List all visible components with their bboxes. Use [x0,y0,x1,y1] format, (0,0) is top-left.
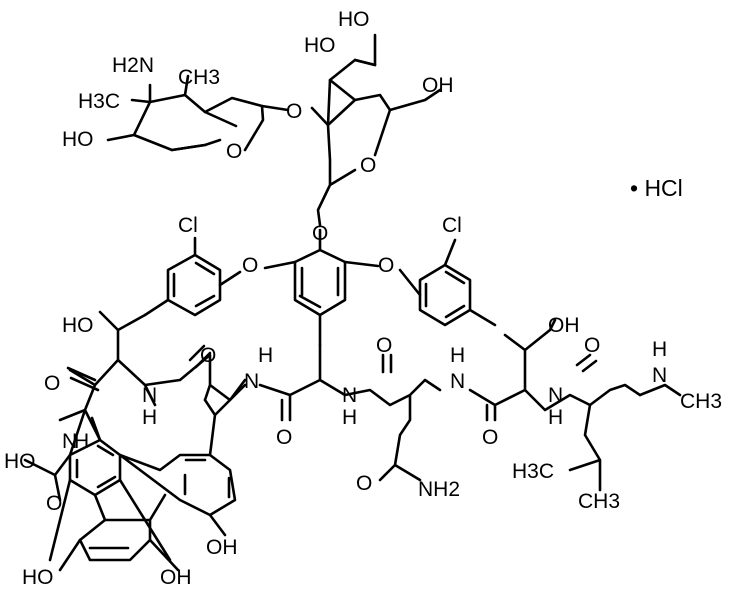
sugar2-ch2oh-label: OH [422,74,454,97]
carbonyl-oxygen-1: O [44,372,60,395]
amide-n-2: N [244,370,259,393]
amide-n-6-h: H [74,430,89,453]
carbonyl-oxygen-4: O [376,334,392,357]
amide-n-1: N [142,384,157,407]
carboxyl-oh-label: HO [4,450,36,473]
sugar1-ring-oxygen: O [226,140,242,163]
glycosidic-oxygen: O [286,100,302,123]
chlorine-left: Cl [178,214,198,237]
methylamino-n: N [652,364,667,387]
amide-n-3-h: H [342,406,357,429]
atom-labels: H2N H3C CH3 HO O O HO HO OH O O Cl Cl O … [4,8,722,589]
amide-n-5: N [548,384,563,407]
amide-n-2-h: H [258,344,273,367]
sugar1-oh-label: HO [62,128,94,151]
hydroxyl-left-label: HO [62,314,94,337]
carbonyl-oxygen-2: O [200,344,216,367]
amide-n-1-h: H [142,406,157,429]
amide-nh2-label: NH2 [418,478,460,501]
sugar2-oh-top-label: HO [338,8,370,31]
leucine-methyl-a-label: H3C [512,460,554,483]
ether-right-oxygen: O [378,254,394,277]
hydroxyl-right-label: OH [548,314,580,337]
methyl-a-label: H3C [78,90,120,113]
carbonyl-oxygen-6: O [584,334,600,357]
hcl-salt-label: • HCl [630,175,683,201]
carbonyl-oxygen-5: O [482,426,498,449]
amide-n-4-h: H [450,344,465,367]
ether-left-oxygen: O [242,254,258,277]
amide-n-6: N [62,430,77,453]
amide-n-5-h: H [548,406,563,429]
sugar2-ring-oxygen: O [360,154,376,177]
amide-n-4: N [450,370,465,393]
n-methyl-label: CH3 [680,390,722,413]
amide-n-3: N [342,384,357,407]
amine-label: H2N [112,54,154,77]
leucine-methyl-b-label: CH3 [578,490,620,513]
carbonyl-oxygen-3: O [276,426,292,449]
carbonyl-oxygen-7: O [356,472,372,495]
bond-skeleton [23,33,682,572]
methyl-b-label: CH3 [178,66,220,89]
phenol-oh-c-label: OH [206,536,238,559]
phenol-oh-b-label: OH [160,566,192,589]
methylamino-h: H [652,338,667,361]
aryl-ether-oxygen: O [312,222,328,245]
phenol-oh-a-label: HO [22,566,54,589]
sugar2-oh-left-label: HO [304,34,336,57]
chlorine-right: Cl [442,214,462,237]
carboxyl-oxygen: O [46,492,62,515]
